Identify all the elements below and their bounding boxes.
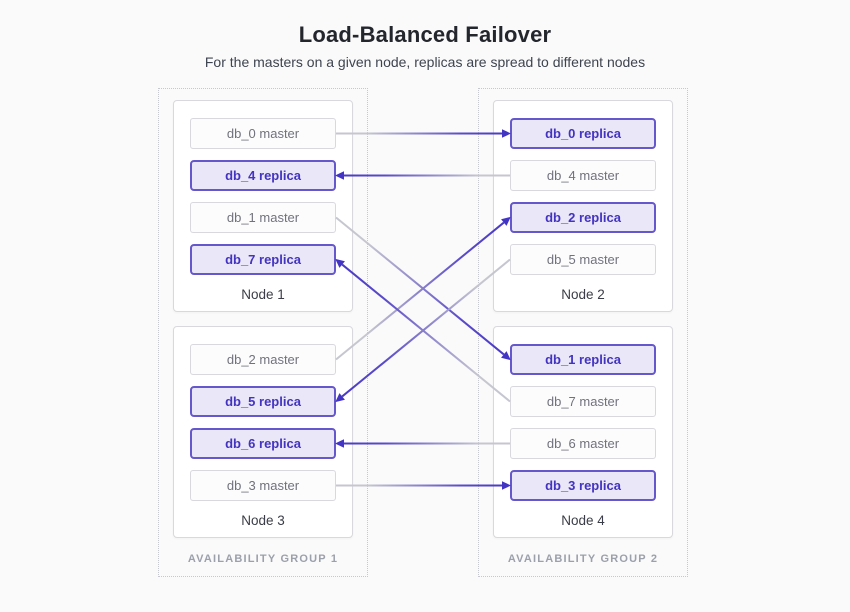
- node-items: db_0 master db_4 replica db_1 master db_…: [174, 101, 352, 275]
- db-label: db_1 master: [226, 210, 300, 225]
- db-label: db_2 master: [226, 352, 300, 367]
- db-label: db_5 replica: [225, 394, 301, 409]
- node-items: db_1 replica db_7 master db_6 master db_…: [494, 327, 672, 501]
- availability-group-2: db_0 replica db_4 master db_2 replica db…: [478, 88, 688, 577]
- node-box-node-1: db_0 master db_4 replica db_1 master db_…: [173, 100, 353, 312]
- db-box-db-3-master: db_3 master: [190, 470, 336, 501]
- availability-group-label: AVAILABILITY GROUP 1: [187, 553, 339, 565]
- node-label: Node 2: [561, 287, 605, 302]
- db-label: db_7 replica: [225, 252, 301, 267]
- db-box-db-0-master: db_0 master: [190, 118, 336, 149]
- db-box-db-6-replica: db_6 replica: [190, 428, 336, 459]
- availability-group-label: AVAILABILITY GROUP 2: [507, 553, 659, 565]
- db-box-db-0-replica: db_0 replica: [510, 118, 656, 149]
- db-label: db_3 replica: [545, 478, 621, 493]
- node-box-node-3: db_2 master db_5 replica db_6 replica db…: [173, 326, 353, 538]
- db-box-db-4-master: db_4 master: [510, 160, 656, 191]
- node-box-node-2: db_0 replica db_4 master db_2 replica db…: [493, 100, 673, 312]
- db-box-db-1-master: db_1 master: [190, 202, 336, 233]
- db-label: db_4 replica: [225, 168, 301, 183]
- db-box-db-1-replica: db_1 replica: [510, 344, 656, 375]
- db-box-db-4-replica: db_4 replica: [190, 160, 336, 191]
- db-box-db-7-master: db_7 master: [510, 386, 656, 417]
- db-label: db_0 replica: [545, 126, 621, 141]
- page-subtitle: For the masters on a given node, replica…: [204, 54, 646, 70]
- db-box-db-7-replica: db_7 replica: [190, 244, 336, 275]
- node-items: db_0 replica db_4 master db_2 replica db…: [494, 101, 672, 275]
- db-label: db_6 master: [546, 436, 620, 451]
- db-box-db-3-replica: db_3 replica: [510, 470, 656, 501]
- page-title: Load-Balanced Failover: [298, 22, 552, 47]
- node-label: Node 4: [561, 513, 605, 528]
- node-label: Node 3: [241, 513, 285, 528]
- db-box-db-2-master: db_2 master: [190, 344, 336, 375]
- db-label: db_0 master: [226, 126, 300, 141]
- db-box-db-5-master: db_5 master: [510, 244, 656, 275]
- db-label: db_7 master: [546, 394, 620, 409]
- db-label: db_3 master: [226, 478, 300, 493]
- db-label: db_1 replica: [545, 352, 621, 367]
- db-label: db_6 replica: [225, 436, 301, 451]
- db-box-db-2-replica: db_2 replica: [510, 202, 656, 233]
- db-label: db_2 replica: [545, 210, 621, 225]
- db-label: db_5 master: [546, 252, 620, 267]
- node-items: db_2 master db_5 replica db_6 replica db…: [174, 327, 352, 501]
- node-label: Node 1: [241, 287, 285, 302]
- db-box-db-5-replica: db_5 replica: [190, 386, 336, 417]
- db-label: db_4 master: [546, 168, 620, 183]
- node-box-node-4: db_1 replica db_7 master db_6 master db_…: [493, 326, 673, 538]
- db-box-db-6-master: db_6 master: [510, 428, 656, 459]
- availability-group-1: db_0 master db_4 replica db_1 master db_…: [158, 88, 368, 577]
